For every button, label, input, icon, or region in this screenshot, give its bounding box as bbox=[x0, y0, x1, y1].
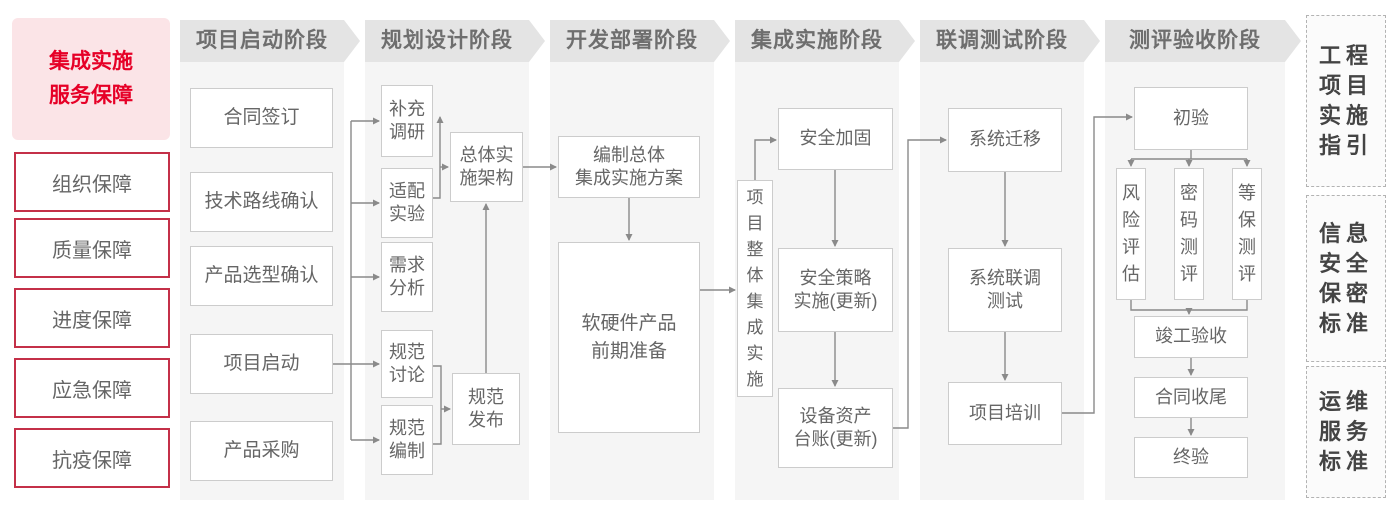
box-supplementary-research: 补充 调研 bbox=[381, 85, 433, 157]
box-product-procurement: 产品采购 bbox=[190, 421, 333, 481]
phase-header-eval-acceptance: 测评验收阶段 bbox=[1105, 20, 1301, 62]
sidebar-item-organization-guarantee: 组织保障 bbox=[14, 152, 170, 212]
box-preliminary-acceptance: 初验 bbox=[1134, 87, 1248, 150]
phase-header-project-kickoff: 项目启动阶段 bbox=[180, 20, 360, 62]
box-risk-assessment: 风险评估 bbox=[1116, 168, 1146, 300]
box-equipment-asset-ledger: 设备资产 台账(更新) bbox=[778, 388, 893, 468]
sidebar-item-quality-guarantee: 质量保障 bbox=[14, 218, 170, 278]
box-cryptography-evaluation: 密码测评 bbox=[1174, 168, 1204, 300]
box-security-policy-implementation: 安全策略 实施(更新) bbox=[778, 248, 893, 332]
box-overall-implementation-architecture: 总体实 施架构 bbox=[450, 132, 523, 202]
box-spec-drafting: 规范 编制 bbox=[381, 405, 433, 475]
box-project-training: 项目培训 bbox=[948, 382, 1062, 445]
box-final-acceptance: 终验 bbox=[1134, 437, 1248, 478]
box-adaptation-test: 适配 实验 bbox=[381, 168, 433, 238]
sidebar-item-pandemic-guarantee: 抗疫保障 bbox=[14, 428, 170, 488]
sidebar-item-schedule-guarantee: 进度保障 bbox=[14, 288, 170, 348]
phase-header-integration-impl: 集成实施阶段 bbox=[735, 20, 915, 62]
box-completion-acceptance: 竣工验收 bbox=[1134, 316, 1248, 358]
standard-box-om-service-standard: 运维服务标准 bbox=[1306, 366, 1386, 498]
sidebar-item-emergency-guarantee: 应急保障 bbox=[14, 358, 170, 418]
box-project-overall-integration: 项目整体集成实施 bbox=[737, 180, 773, 397]
phase-header-dev-deployment: 开发部署阶段 bbox=[550, 20, 730, 62]
box-overall-integration-plan: 编制总体 集成实施方案 bbox=[558, 136, 700, 198]
standard-box-engineering-implementation-guideline: 工程项目实施指引 bbox=[1306, 15, 1386, 187]
box-product-selection-confirmation: 产品选型确认 bbox=[190, 246, 333, 306]
standard-label: 运维服务标准 bbox=[1318, 389, 1373, 474]
standard-label: 信息安全保密标准 bbox=[1318, 220, 1373, 336]
box-requirements-analysis: 需求 分析 bbox=[381, 242, 433, 312]
box-classified-protection-evaluation: 等保测评 bbox=[1232, 168, 1262, 300]
box-contract-closing: 合同收尾 bbox=[1134, 377, 1248, 418]
box-system-migration: 系统迁移 bbox=[948, 108, 1062, 172]
box-spec-discussion: 规范 讨论 bbox=[381, 330, 433, 398]
box-contract-signing: 合同签订 bbox=[190, 88, 333, 148]
standard-label: 工程项目实施指引 bbox=[1318, 43, 1373, 158]
box-spec-release: 规范 发布 bbox=[452, 373, 520, 445]
box-project-kickoff: 项目启动 bbox=[190, 334, 333, 394]
phase-header-planning-design: 规划设计阶段 bbox=[365, 20, 545, 62]
box-tech-route-confirmation: 技术路线确认 bbox=[190, 172, 333, 232]
box-hw-sw-product-preparation: 软硬件产品 前期准备 bbox=[558, 242, 700, 433]
phase-header-joint-testing: 联调测试阶段 bbox=[920, 20, 1100, 62]
standard-box-info-security-confidentiality: 信息安全保密标准 bbox=[1306, 195, 1386, 362]
box-security-hardening: 安全加固 bbox=[778, 108, 893, 170]
sidebar-title-card: 集成实施 服务保障 bbox=[12, 18, 170, 140]
box-system-joint-debugging-test: 系统联调 测试 bbox=[948, 248, 1062, 332]
